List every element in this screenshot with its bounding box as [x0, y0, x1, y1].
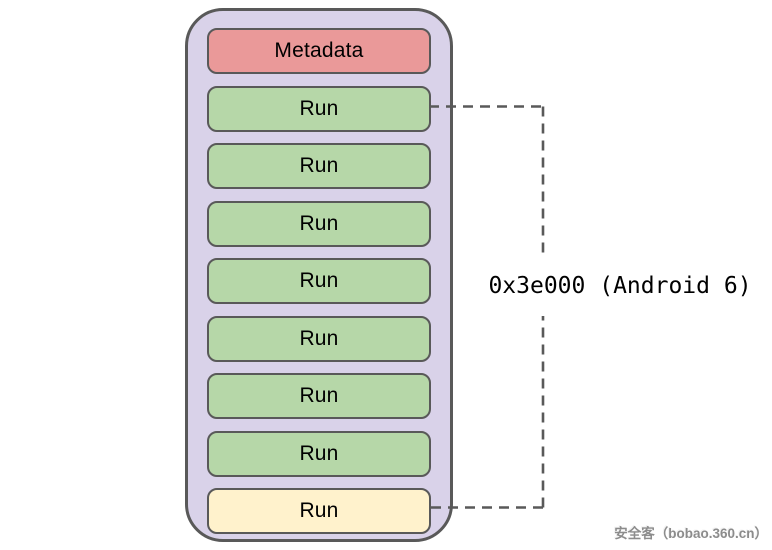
- run-box-4-label: Run: [299, 269, 339, 292]
- run-box-1-label: Run: [299, 96, 339, 120]
- metadata-box: Metadata: [207, 28, 431, 74]
- run-box-1: Run: [207, 85, 431, 132]
- run-box-6-label: Run: [299, 384, 339, 407]
- run-box-5-label: Run: [299, 326, 339, 350]
- run-box-last-label: Run: [299, 499, 339, 522]
- watermark-text: 安全客（bobao.360.cn）: [614, 526, 768, 541]
- run-box-2: Run: [207, 143, 431, 189]
- run-box-3-label: Run: [299, 211, 339, 235]
- run-box-2-label: Run: [299, 154, 339, 177]
- run-box-last: Run: [207, 488, 431, 534]
- run-box-4: Run: [207, 258, 431, 304]
- run-box-7: Run: [207, 430, 431, 477]
- memory-region-container: Metadata Run Run Run Run Run Run Run Run: [185, 8, 453, 542]
- run-box-3: Run: [207, 200, 431, 247]
- size-annotation: 0x3e000 (Android 6): [483, 256, 757, 316]
- run-box-7-label: Run: [299, 441, 339, 465]
- metadata-box-label: Metadata: [274, 39, 364, 62]
- run-box-5: Run: [207, 315, 431, 362]
- run-box-6: Run: [207, 373, 431, 419]
